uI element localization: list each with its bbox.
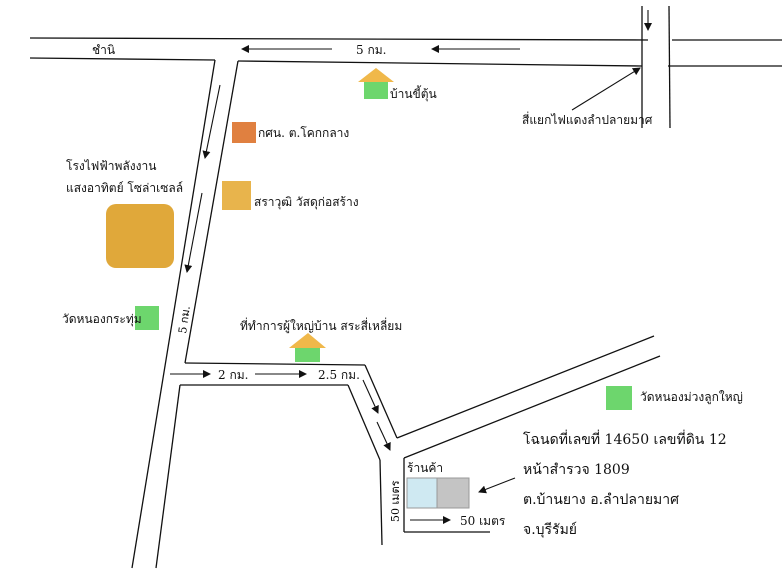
- deed-line-1: โฉนดที่เลขที่ 14650 เลขที่ดิน 12: [523, 432, 727, 448]
- top-road-upper-edge: [29, 37, 649, 41]
- top-road-lower-edge-right: [237, 60, 643, 67]
- power-plant-marker: [106, 204, 174, 268]
- arrow-se-2: [376, 421, 391, 451]
- plot-depth-label: 50 เมตร: [389, 480, 402, 522]
- arrow-se-1: [362, 379, 379, 414]
- ban-khi-tun-label: บ้านขี้ตุ้น: [390, 87, 437, 101]
- direction-arrows: [170, 10, 652, 524]
- left-road-distance-label: 5 กม.: [176, 305, 193, 334]
- sw-road-edge: [155, 384, 181, 569]
- se-road-west-lower: [379, 459, 383, 546]
- top-distance-label: 5 กม.: [356, 43, 387, 57]
- arrow-left-road-1: [202, 84, 221, 159]
- construction-store-label: สราวุฒิ วัสดุก่อสร้าง: [254, 195, 359, 209]
- shop-box: [406, 477, 438, 509]
- wat-nong-kratum-label: วัดหนองกระทุ่ม: [62, 312, 142, 326]
- right-road-right-edge: [668, 5, 671, 129]
- house-ban-khi-tun-icon: [358, 68, 394, 99]
- house-body: [364, 82, 388, 99]
- wat-nong-muang-marker: [606, 386, 632, 410]
- intersection-label: สี่แยกไฟแดงลำปลายมาศ: [522, 113, 653, 127]
- wat-nong-kratum-marker: [135, 306, 159, 330]
- arrow-to-plot: [478, 477, 516, 494]
- house-roof: [358, 68, 394, 82]
- top-road-name-label: ชำนิ: [92, 43, 116, 57]
- wat-nong-muang-label: วัดหนองม่วงลูกใหญ่: [640, 390, 743, 404]
- shop-label: ร้านค้า: [407, 461, 444, 475]
- arrow-intersection: [571, 67, 641, 111]
- soi-south-edge: [403, 355, 661, 459]
- kor-sor-nor-marker: [232, 122, 256, 143]
- house-body: [295, 348, 320, 362]
- power-plant-label-line2: แสงอาทิตย์ โซล่าเซลล์: [66, 181, 184, 195]
- village-head-office-label: ที่ทำการผู้ใหญ่บ้าน สระสี่เหลี่ยม: [240, 319, 403, 333]
- middle-distance-1-label: 2 กม.: [218, 368, 249, 382]
- construction-store-marker: [222, 181, 251, 210]
- deed-line-2: หน้าสำรวจ 1809: [523, 462, 630, 478]
- kor-sor-nor-label: กศน. ต.โคกกลาง: [258, 126, 350, 140]
- left-road-west-edge: [131, 59, 216, 569]
- power-plant-label-line1: โรงไฟฟ้าพลังงาน: [66, 159, 157, 173]
- plot-width-label: 50 เมตร: [460, 514, 506, 528]
- middle-road-north-edge: [184, 362, 366, 366]
- se-road-west-upper: [347, 384, 381, 461]
- arrow-left-road-2: [184, 192, 203, 273]
- house-roof: [289, 333, 326, 348]
- deed-line-3: ต.บ้านยาง อ.ลำปลายมาศ: [523, 492, 680, 508]
- plot-box: [436, 477, 470, 509]
- soi-north-edge: [396, 335, 655, 439]
- left-road-east-edge: [184, 60, 239, 364]
- deed-line-4: จ.บุรีรัมย์: [523, 522, 578, 538]
- se-road-east-upper: [364, 364, 398, 439]
- house-village-head-icon: [289, 333, 326, 362]
- top-road-lower-edge: [29, 57, 216, 61]
- roads: [29, 5, 782, 569]
- middle-distance-2-label: 2.5 กม.: [318, 368, 360, 382]
